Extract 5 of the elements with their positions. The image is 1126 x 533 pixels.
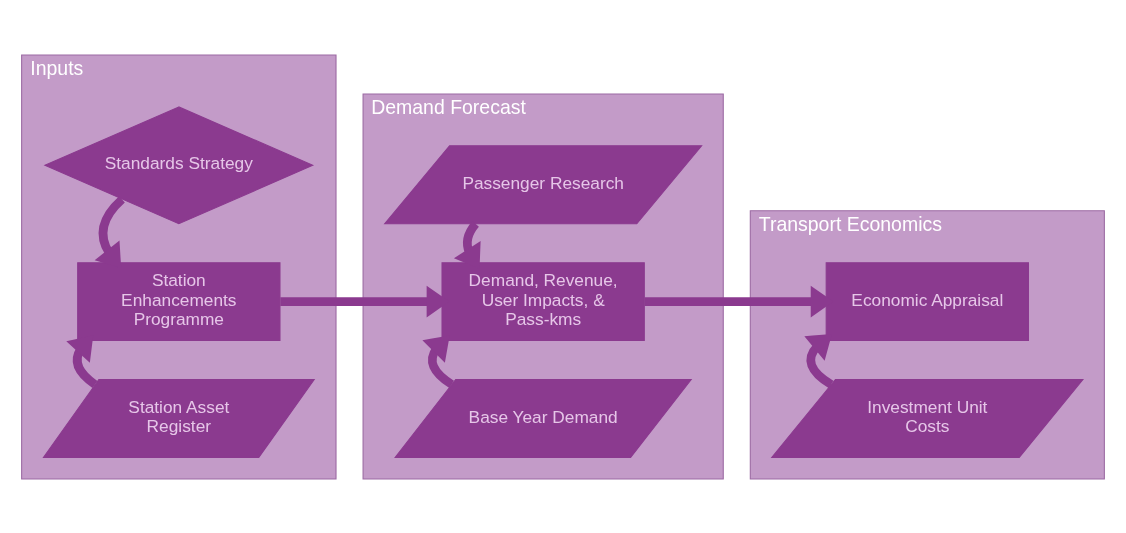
node-diamond: Standards Strategy: [43, 105, 315, 224]
node-box: Demand, Revenue, User Impacts, & Pass-kms: [441, 261, 645, 341]
node-box: Station Enhancements Programme: [77, 261, 281, 341]
arrow: [422, 334, 455, 388]
node-box: Economic Appraisal: [825, 261, 1029, 341]
